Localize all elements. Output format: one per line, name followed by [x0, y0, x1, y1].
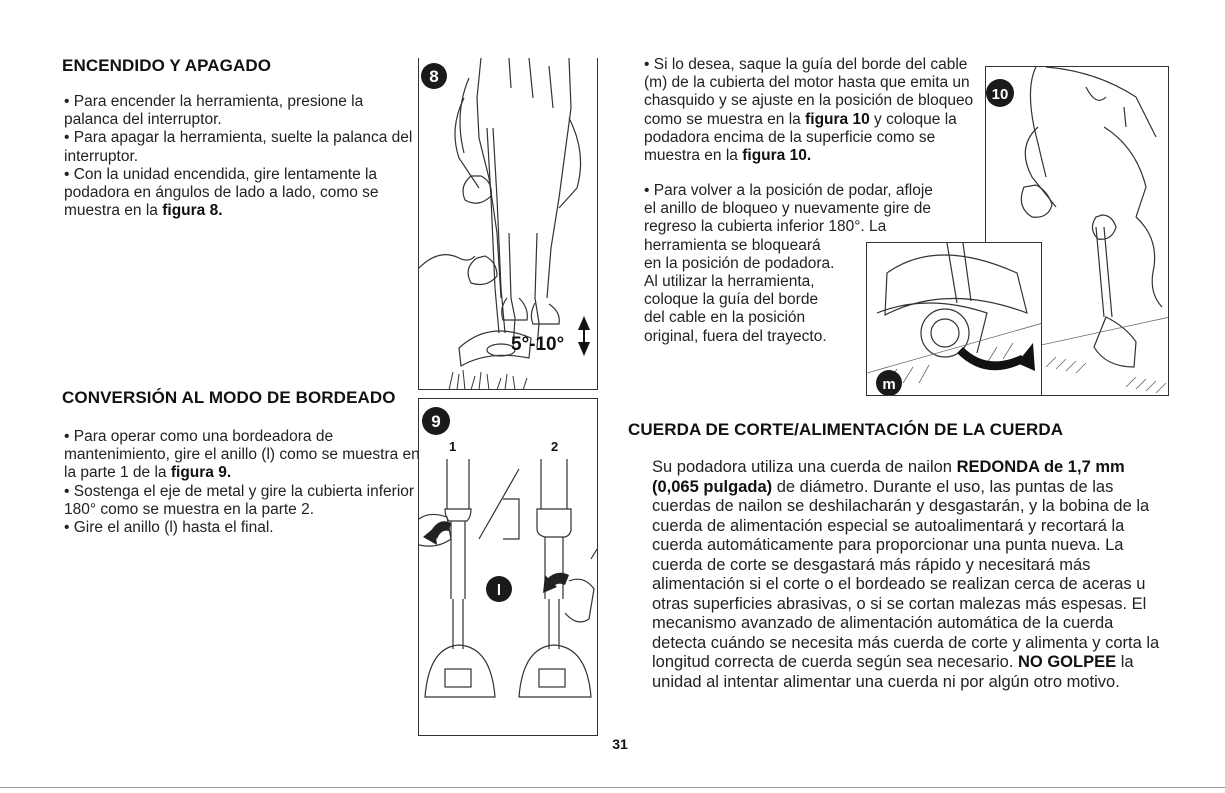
heading-edging-mode: CONVERSIÓN AL MODO DE BORDEADO [62, 388, 396, 407]
figure-ref-9: figura 9. [170, 464, 232, 482]
return-line-5: en la posición de podadora. [644, 254, 835, 272]
page-bottom-rule [0, 787, 1225, 788]
return-line-1: • Para volver a la posición de podar, af… [644, 182, 933, 199]
return-line-4: herramienta se bloqueará [644, 236, 821, 254]
figure-ref-10-a: figura 10 [805, 110, 870, 128]
paragraph-cable-guide: • Si lo desea, saque la guía del borde d… [644, 56, 984, 165]
paragraph-on-off: • Para encender la herramienta, presione… [64, 93, 414, 220]
guide-deploy-text-a: • Si lo desea, saque la guía del borde d… [644, 56, 974, 128]
bullet-switch-on: • Para encender la herramienta, presione… [64, 93, 364, 129]
ring-l-badge: l [497, 582, 501, 599]
return-line-9: original, fuera del trayecto. [644, 327, 827, 345]
bullet-guide-deploy: • Si lo desea, saque la guía del borde d… [644, 56, 984, 165]
bullet-rotate-housing: • Sostenga el eje de metal y gire la cub… [64, 482, 415, 518]
part-1-label: 1 [449, 439, 456, 454]
cutting-line-spec: REDONDA de 1,7 mm (0,065 pulgada) [652, 458, 1125, 496]
tilt-arrow-icon [578, 316, 590, 356]
figure-8-trimming: 8 5°-10° [418, 58, 598, 390]
cutting-line-text-3: la unidad al intentar alimentar una cuer… [652, 653, 1134, 691]
page-number: 31 [612, 736, 628, 752]
figure-10-inset-detail: m [866, 242, 1042, 396]
return-line-8: del cable en la posición [644, 309, 806, 327]
heading-cutting-line: CUERDA DE CORTE/ALIMENTACIÓN DE LA CUERD… [628, 420, 1064, 439]
figure-9-edging-conversion: 9 1 2 [418, 398, 598, 736]
cutting-line-body: Su podadora utiliza una cuerda de nailon… [652, 458, 1172, 692]
cutting-line-warning: NO GOLPEE [1018, 653, 1117, 671]
figure-10-badge: 10 [992, 86, 1009, 103]
figure-8-badge: 8 [429, 67, 438, 86]
bullet-rotate-ring: • Para operar como una bordeadora de man… [64, 428, 420, 483]
figure-ref-10-b: figura 10. [742, 147, 812, 165]
heading-on-off: ENCENDIDO Y APAGADO [62, 56, 272, 75]
bullet-rotate-ring-text: • Para operar como una bordeadora de man… [64, 428, 420, 482]
figure-9-illustration: 9 1 2 [419, 407, 597, 698]
return-line-6: Al utilizar la herramienta, [644, 273, 815, 291]
paragraph-cutting-line: Su podadora utiliza una cuerda de nailon… [652, 458, 1172, 692]
return-line-3: regreso la cubierta inferior 180°. La [644, 218, 887, 236]
bullet-switch-off: • Para apagar la herramienta, suelte la … [64, 129, 413, 165]
cutting-line-text-1: Su podadora utiliza una cuerda de nailon [652, 458, 952, 476]
paragraph-return-position: • Para volver a la posición de podar, af… [644, 182, 989, 346]
figure-ref-8: figura 8. [162, 202, 223, 220]
bullet-sweep: • Con la unidad encendida, gire lentamen… [64, 166, 414, 221]
angle-label: 5°-10° [511, 334, 564, 355]
guide-arrow-icon [957, 343, 1035, 371]
guide-m-badge: m [882, 376, 895, 393]
bullet-ring-end: • Gire el anillo (l) hasta el final. [64, 519, 274, 537]
paragraph-edging: • Para operar como una bordeadora de man… [64, 428, 420, 537]
figure-9-badge: 9 [431, 412, 440, 431]
bullet-sweep-text: • Con la unidad encendida, gire lentamen… [64, 165, 379, 220]
guide-deploy-text-b: y coloque la podadora encima de la super… [644, 110, 957, 165]
figure-8-illustration: 8 5°-10° [419, 58, 590, 389]
return-line-7: coloque la guía del borde [644, 291, 819, 309]
part-2-label: 2 [551, 439, 558, 454]
rotate-arrow-icon [423, 521, 569, 593]
return-line-2: el anillo de bloqueo y nuevamente gire d… [644, 200, 931, 218]
figure-10-inset-illustration: m [867, 243, 1041, 395]
cutting-line-text-2: de diámetro. Durante el uso, las puntas … [652, 477, 1160, 672]
